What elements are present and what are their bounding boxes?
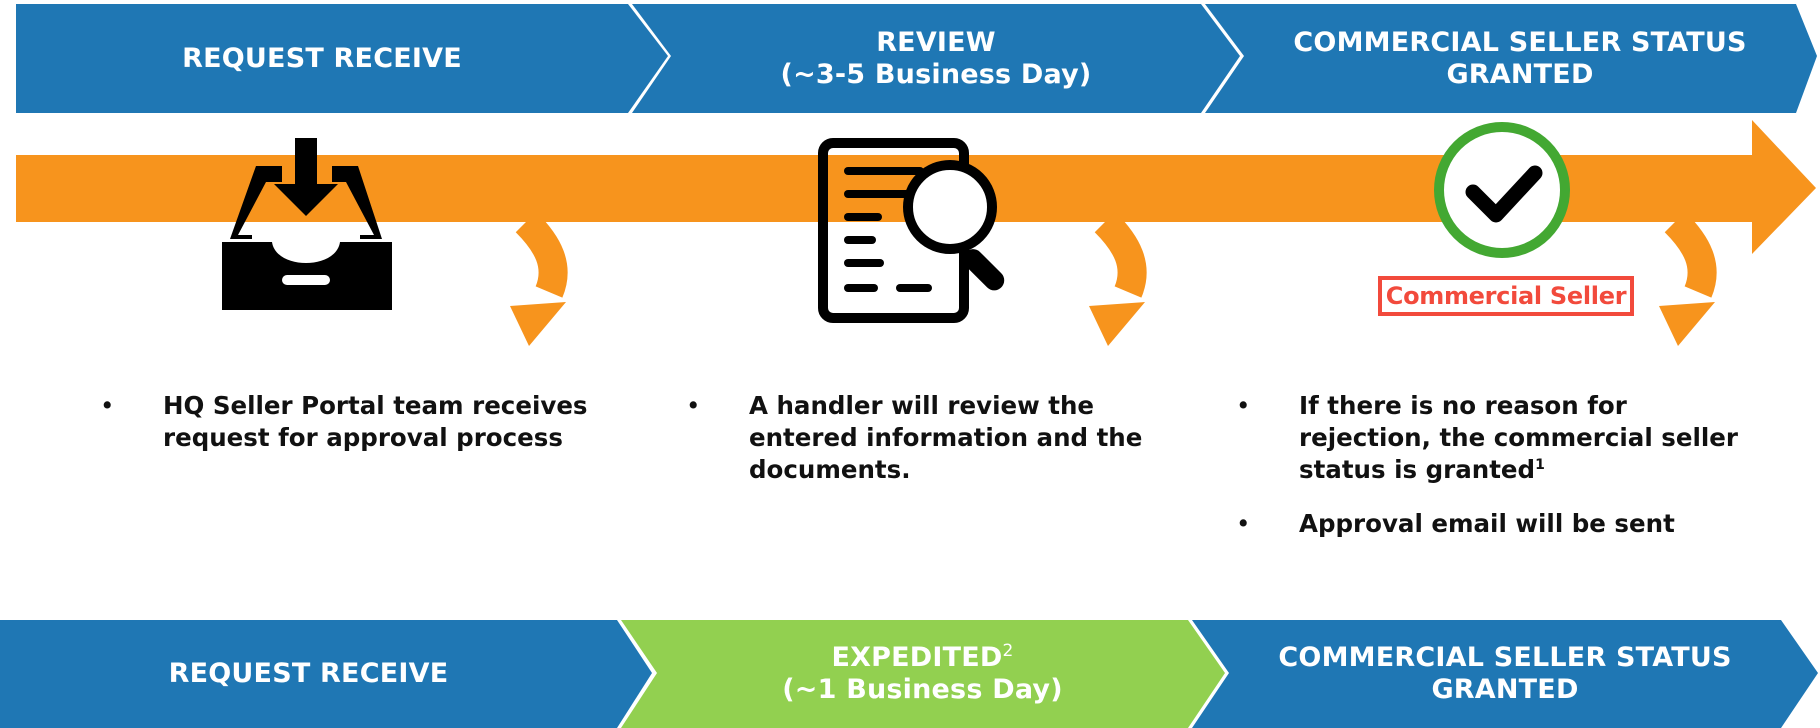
checkmark-circle-icon <box>1434 122 1570 258</box>
step-2-description: • A handler will review the entered info… <box>686 390 1166 508</box>
bullet-text: If there is no reason for rejection, the… <box>1299 391 1738 484</box>
list-item: • A handler will review the entered info… <box>686 390 1166 486</box>
bottom-step-3-line2: GRANTED <box>1431 674 1579 705</box>
bottom-step-2-line1-wrap: EXPEDITED2 <box>831 642 1013 674</box>
bullet-text: A handler will review the entered inform… <box>749 391 1143 484</box>
bottom-step-1-line1: REQUEST RECEIVE <box>168 658 449 690</box>
bullet-dot: • <box>1236 391 1251 420</box>
bottom-chevron-1 <box>0 620 652 728</box>
bullet-text: HQ Seller Portal team receives request f… <box>163 391 588 452</box>
top-step-3-label: COMMERCIAL SELLER STATUS GRANTED <box>1244 4 1796 113</box>
curve-arrow-1 <box>510 211 568 346</box>
bullet-dot: • <box>100 391 115 420</box>
list-item: • HQ Seller Portal team receives request… <box>100 390 620 454</box>
footnote-marker: 1 <box>1535 456 1545 473</box>
bullet-text: Approval email will be sent <box>1299 508 1675 538</box>
bottom-step-2-line1: EXPEDITED <box>831 642 1003 674</box>
bullet-dot: • <box>686 391 701 420</box>
top-step-2-label: REVIEW (~3-5 Business Day) <box>671 4 1201 113</box>
bottom-chevron-2 <box>621 620 1225 728</box>
bullet-dot: • <box>1236 508 1251 538</box>
step-3-description: • If there is no reason for rejection, t… <box>1236 390 1756 561</box>
bottom-step-2-label: EXPEDITED2 (~1 Business Day) <box>657 620 1188 728</box>
top-chevron-3 <box>1205 4 1817 113</box>
bottom-step-1-label: REQUEST RECEIVE <box>0 620 617 728</box>
top-step-3-line1: COMMERCIAL SELLER STATUS <box>1293 26 1747 58</box>
list-item: • If there is no reason for rejection, t… <box>1236 390 1756 486</box>
top-step-2-line2: (~3-5 Business Day) <box>780 58 1092 90</box>
top-step-3-line2: GRANTED <box>1446 58 1594 90</box>
bottom-step-2-line2: (~1 Business Day) <box>782 674 1063 705</box>
top-chevron-2 <box>632 4 1240 113</box>
step-1-description: • HQ Seller Portal team receives request… <box>100 390 620 476</box>
list-item: • Approval email will be sent <box>1236 508 1756 540</box>
footnote-marker: 2 <box>1002 641 1014 662</box>
top-step-2-line1: REVIEW <box>876 26 996 58</box>
top-chevron-1 <box>16 4 668 113</box>
top-step-1-label: REQUEST RECEIVE <box>16 4 628 113</box>
bottom-step-3-label: COMMERCIAL SELLER STATUS GRANTED <box>1229 620 1781 728</box>
curve-arrow-2 <box>1089 211 1147 346</box>
bottom-chevron-3 <box>1192 620 1818 728</box>
commercial-seller-badge: Commercial Seller <box>1378 276 1634 316</box>
curve-arrow-3 <box>1659 211 1717 346</box>
top-step-1-line1: REQUEST RECEIVE <box>182 42 462 74</box>
bottom-step-3-line1: COMMERCIAL SELLER STATUS <box>1278 642 1732 674</box>
inbox-download-icon <box>222 138 392 310</box>
document-search-icon <box>818 138 1005 323</box>
